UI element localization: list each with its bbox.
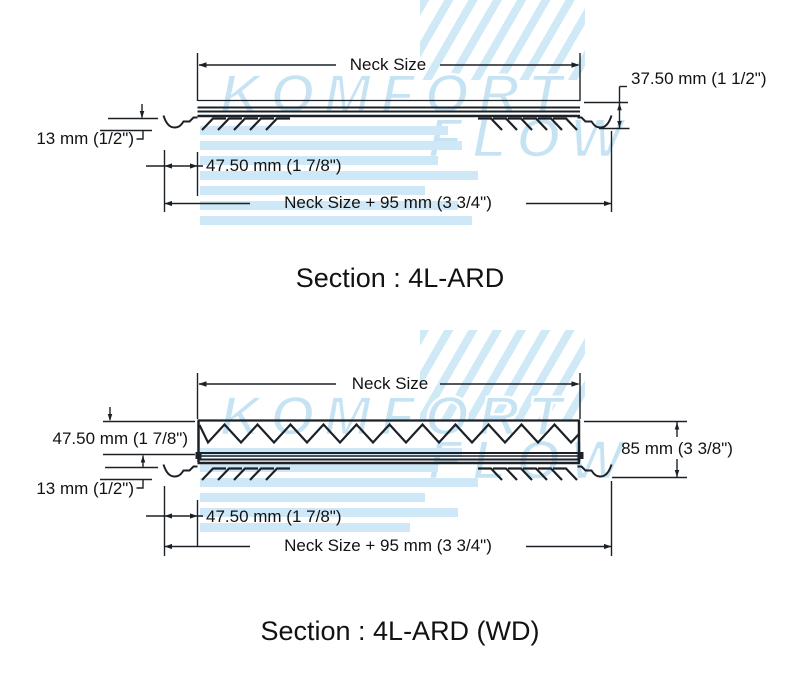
watermark-stripes-top	[420, 0, 585, 80]
damper-zigzag	[198, 422, 580, 445]
dimension-neck-1	[196, 53, 581, 101]
watermark-bar	[200, 141, 462, 150]
dimension-neck-2	[196, 373, 581, 419]
dimension-lip-2	[100, 466, 158, 489]
dim-label-flange-width-1: 47.50 mm (1 7/8")	[206, 156, 342, 175]
dimension-flange-2	[146, 486, 203, 556]
dim-label-flange-width-2: 47.50 mm (1 7/8")	[206, 507, 342, 526]
edge-lip-right-1	[577, 115, 613, 129]
dim-label-damper-depth: 47.50 mm (1 7/8")	[52, 429, 188, 448]
watermark-bar	[200, 216, 472, 225]
drawing-4l-ard-wd	[100, 373, 687, 556]
watermark-komfort-top: KOMFORT	[219, 62, 573, 125]
dim-label-overall-width-1: Neck Size + 95 mm (3 3/4")	[284, 193, 492, 212]
watermark-bar	[200, 171, 478, 180]
dim-label-neck-size-1: Neck Size	[349, 55, 427, 74]
dim-label-neck-size-2: Neck Size	[351, 374, 429, 393]
watermark-bar	[200, 156, 438, 165]
edge-lip-left-2	[162, 464, 198, 478]
watermark-stripes-bottom	[420, 330, 585, 420]
dimension-flange-1	[146, 150, 203, 212]
section-title-4l-ard: Section : 4L-ARD	[295, 263, 505, 293]
dim-label-lip-height-1: 13 mm (1/2")	[36, 129, 134, 148]
dimension-overall-2	[164, 481, 613, 556]
watermark-bar	[200, 493, 425, 502]
dim-label-lip-height-2: 13 mm (1/2")	[36, 479, 134, 498]
edge-lip-left-1	[162, 115, 198, 129]
watermark-bar	[200, 126, 448, 135]
diffuser-panel-2	[197, 452, 580, 465]
dimension-lip-1	[100, 104, 158, 140]
louver-fins-left-1	[201, 117, 290, 131]
louver-fins-left-2	[201, 467, 290, 481]
watermark-bar	[200, 478, 478, 487]
diffuser-panel-1	[197, 99, 580, 118]
watermark-komfort-bottom: KOMFORT	[219, 384, 573, 447]
dimension-overall-1	[164, 131, 613, 212]
dim-label-face-height-1: 37.50 mm (1 1/2")	[631, 69, 767, 88]
drawing-4l-ard	[100, 53, 630, 212]
section-title-4l-ard-wd: Section : 4L-ARD (WD)	[260, 616, 540, 646]
louver-fins-right-1	[478, 117, 578, 131]
watermark-bar	[200, 186, 425, 195]
dim-label-overall-width-2: Neck Size + 95 mm (3 3/4")	[284, 536, 492, 555]
dim-label-face-height-2: 85 mm (3 3/8")	[621, 439, 733, 458]
watermark-bar	[200, 508, 458, 517]
edge-lip-right-2	[577, 464, 613, 478]
watermark-bar	[200, 463, 438, 472]
watermark-bar	[200, 201, 458, 210]
watermark-bar	[200, 523, 410, 532]
louver-fins-right-2	[478, 467, 578, 481]
